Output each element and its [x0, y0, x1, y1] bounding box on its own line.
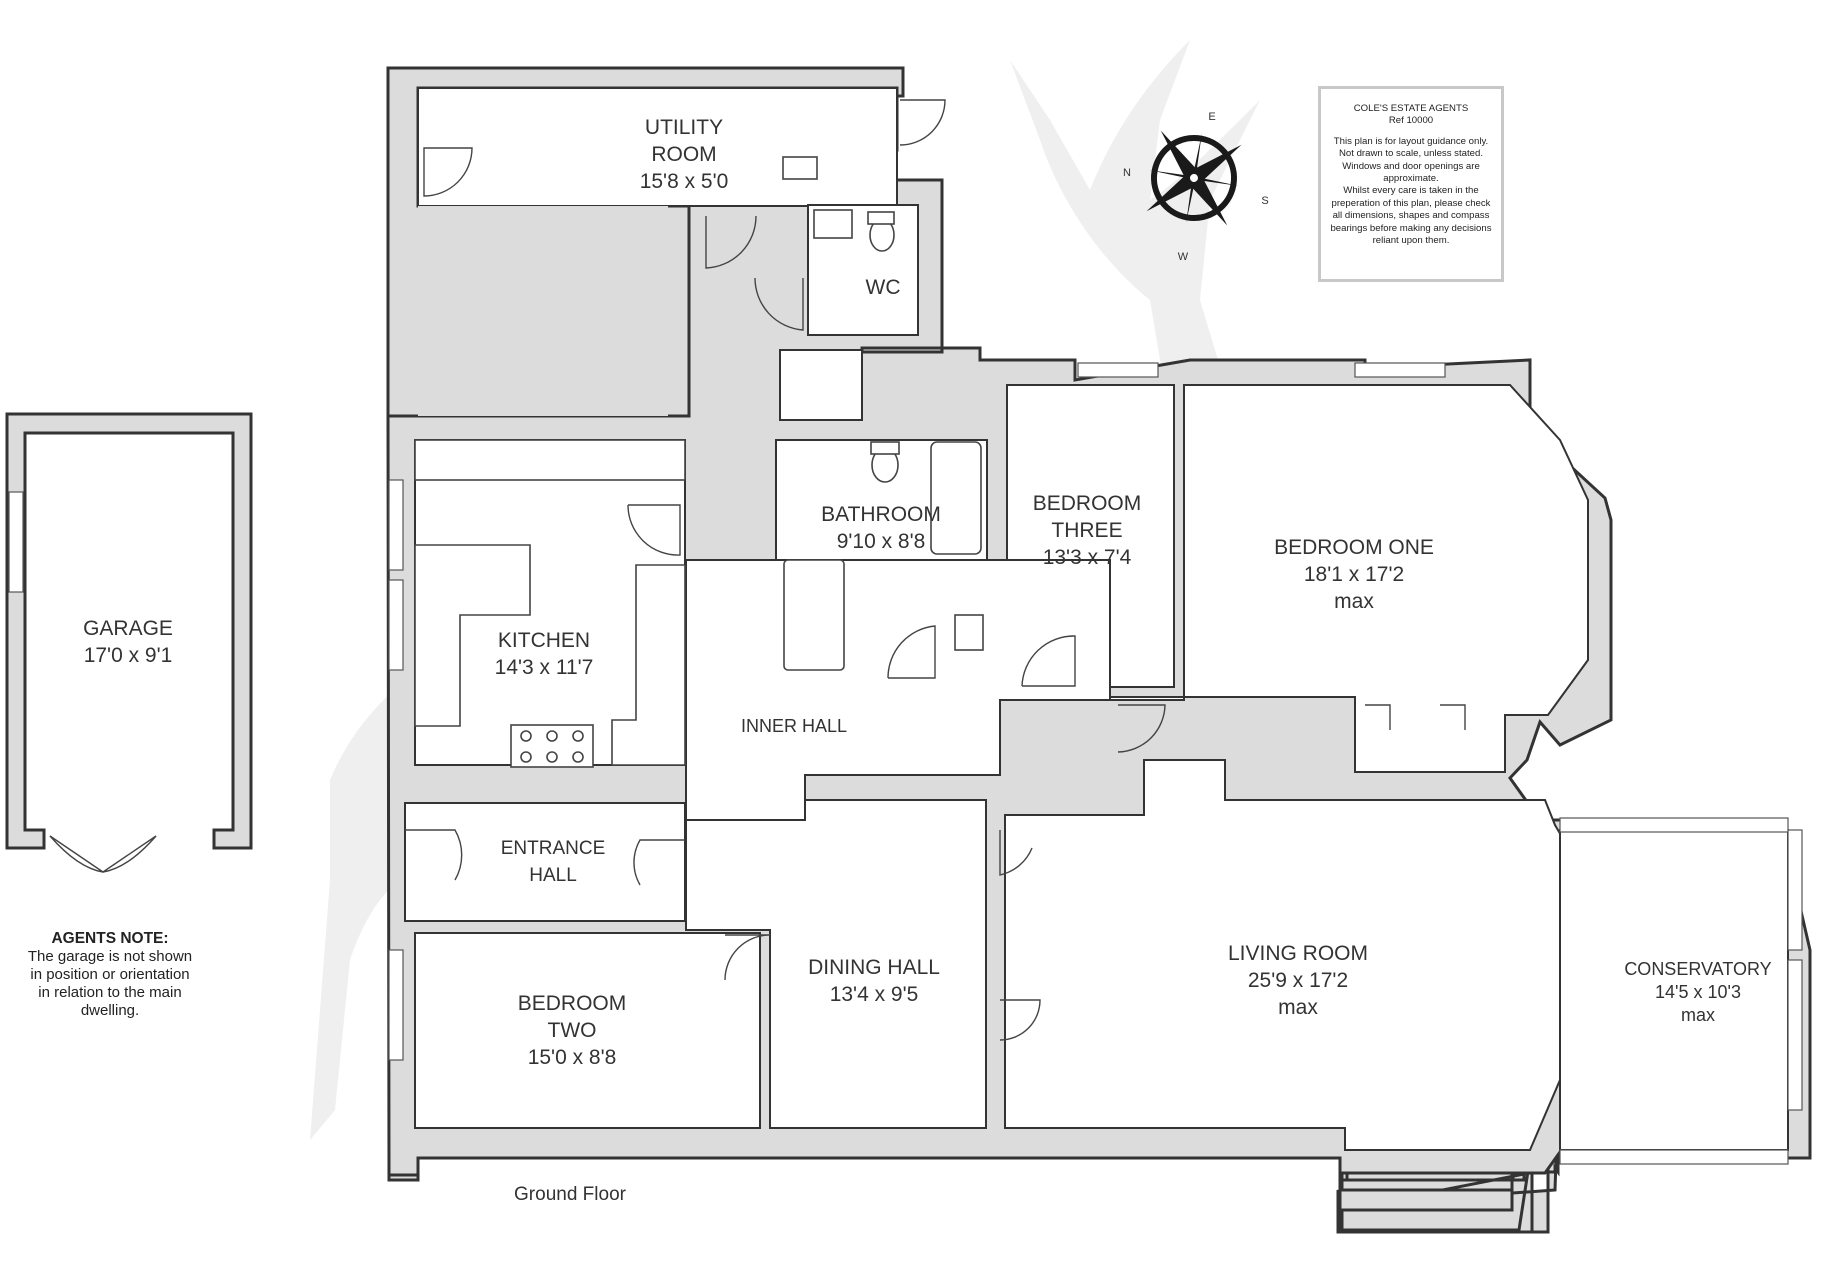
wc-sink — [813, 209, 853, 239]
compass-w-label: N — [1123, 167, 1131, 179]
room-interiors — [404, 87, 1789, 1151]
compass-s-label: S — [1261, 195, 1269, 207]
agents-note-line: in position or orientation — [30, 966, 190, 983]
reference: Ref 10000 — [1388, 115, 1434, 127]
fixtures — [414, 156, 984, 768]
disclaimer-line: reliant upon them. — [1372, 235, 1450, 247]
garage-structure — [5, 412, 253, 873]
room-label-wc: WC — [865, 276, 901, 299]
bedroom-two-floor — [414, 932, 761, 1129]
dining-hall-floor — [685, 799, 987, 1129]
conservatory-floor — [1559, 829, 1789, 1151]
kitchen-wall-units — [414, 439, 686, 481]
lobby-floor — [779, 349, 863, 421]
utility-room-floor — [417, 87, 898, 207]
agents-note-line: dwelling. — [80, 1002, 140, 1019]
agents-note: AGENTS NOTE: The garage is not shown in … — [0, 930, 220, 1020]
disclaimer-line: This plan is for layout guidance only. — [1333, 135, 1489, 147]
door-swings — [405, 99, 1466, 1041]
disclaimer-box: COLE'S ESTATE AGENTS Ref 10000 This plan… — [1318, 86, 1504, 282]
utility-sink — [782, 156, 818, 180]
agents-note-line: The garage is not shown — [27, 948, 193, 965]
disclaimer-line: Whilst every care is taken in the — [1343, 185, 1479, 197]
bathroom-sink — [954, 614, 984, 651]
kitchen-worktop — [414, 544, 531, 727]
compass-w2-label: W — [1177, 251, 1189, 263]
shower-tray — [783, 559, 845, 671]
agency-name: COLE'S ESTATE AGENTS — [1353, 103, 1469, 114]
disclaimer-line: Windows and door openings are — [1342, 160, 1480, 172]
entrance-hall-floor — [404, 802, 686, 922]
floor-label: Ground Floor — [514, 1184, 626, 1205]
disclaimer-line: Not drawn to scale, unless stated. — [1339, 148, 1483, 160]
compass-rose-icon — [1146, 130, 1242, 226]
compass-n-label: E — [1208, 111, 1216, 123]
agents-note-line: in relation to the main — [38, 984, 182, 1001]
disclaimer-line: preperation of this plan, please check — [1331, 197, 1491, 209]
disclaimer-line: approximate. — [1383, 173, 1439, 185]
agents-note-title: AGENTS NOTE: — [51, 930, 169, 947]
disclaimer-line: bearings before making any decisions — [1330, 222, 1492, 234]
room-label-inner-hall: INNER HALL — [740, 716, 848, 736]
disclaimer-line: all dimensions, shapes and compass — [1332, 210, 1490, 222]
windows — [388, 362, 1803, 1165]
bath-tub — [930, 441, 982, 555]
